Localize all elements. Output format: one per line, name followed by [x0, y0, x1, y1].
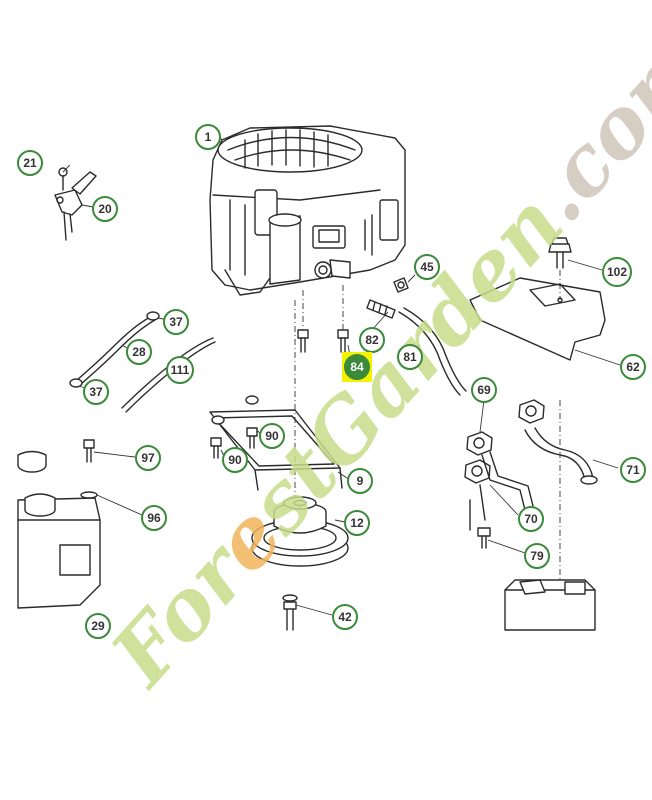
callout-label: 96: [147, 511, 161, 525]
callout-84[interactable]: 84: [342, 352, 372, 382]
callout-label: 20: [98, 202, 112, 216]
callout-label: 90: [265, 429, 279, 443]
callout-label: 45: [420, 260, 434, 274]
callout-37-top: 37: [163, 309, 189, 335]
muffler-part: [504, 400, 596, 631]
callout-label: 1: [205, 130, 212, 144]
callout-37-bottom: 37: [83, 379, 109, 405]
callout-label: 111: [171, 363, 190, 377]
callout-9: 9: [347, 468, 373, 494]
callout-96: 96: [141, 505, 167, 531]
callout-1: 1: [195, 124, 221, 150]
callout-label: 97: [141, 451, 155, 465]
callout-102: 102: [602, 257, 632, 287]
callout-28: 28: [126, 339, 152, 365]
callout-21: 21: [17, 150, 43, 176]
callout-71: 71: [620, 457, 646, 483]
callout-82: 82: [359, 327, 385, 353]
callout-label: 37: [89, 385, 103, 399]
callout-45: 45: [414, 254, 440, 280]
heat-shield-part: [469, 237, 606, 361]
callout-label: 62: [626, 360, 640, 374]
callout-label: 9: [357, 474, 364, 488]
callout-12: 12: [344, 510, 370, 536]
callout-42: 42: [332, 604, 358, 630]
fuel-tank-part: [17, 439, 101, 609]
callout-81: 81: [397, 344, 423, 370]
callout-label: 37: [169, 315, 183, 329]
callout-label: 102: [607, 265, 627, 279]
callout-label: 70: [524, 512, 538, 526]
callout-label: 29: [91, 619, 105, 633]
callout-label: 42: [338, 610, 352, 624]
callout-label: 21: [23, 156, 37, 170]
callout-62: 62: [620, 354, 646, 380]
callout-label: 84: [350, 360, 364, 374]
callout-label: 69: [477, 383, 491, 397]
callout-70: 70: [518, 506, 544, 532]
fuel-filter-part: [366, 277, 467, 396]
callout-label: 81: [403, 350, 417, 364]
engine-bolts-part: [294, 285, 349, 500]
callout-79: 79: [524, 543, 550, 569]
callout-label: 79: [530, 549, 544, 563]
callout-111: 111: [166, 356, 194, 384]
callout-29: 29: [85, 613, 111, 639]
callout-label: 12: [350, 516, 364, 530]
callout-label: 90: [228, 453, 242, 467]
callout-90-left: 90: [222, 447, 248, 473]
engine-part: [209, 125, 406, 296]
callout-20: 20: [92, 196, 118, 222]
callout-label: 28: [132, 345, 146, 359]
callout-label: 71: [626, 463, 640, 477]
callout-69: 69: [471, 377, 497, 403]
callout-label: 82: [365, 333, 379, 347]
engine-pulley-part: [251, 496, 349, 631]
throttle-control-part: [54, 167, 97, 241]
callout-90-right: 90: [259, 423, 285, 449]
callout-97: 97: [135, 445, 161, 471]
